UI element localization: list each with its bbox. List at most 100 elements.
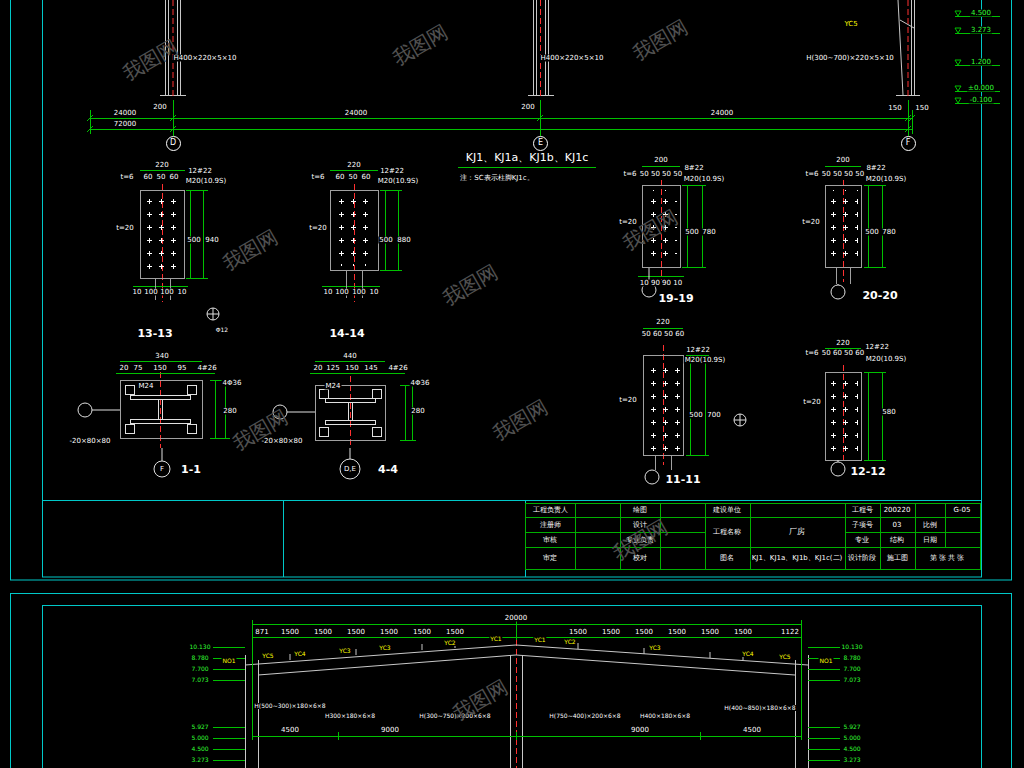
dimension-text: M20(10.9S)	[684, 357, 726, 364]
dimension-text: 220	[346, 162, 361, 169]
dimension-text: t=6	[310, 174, 325, 181]
dimension-text: 50 50 50 50	[639, 171, 683, 178]
dimension-text: 1500	[280, 629, 300, 636]
dimension-text: 8.780	[842, 655, 861, 661]
dimension-text: 1500	[700, 629, 720, 636]
watermark: 我图网	[628, 16, 692, 64]
dimension-text: 50 60 50 60	[641, 331, 685, 338]
dimension-text: H(500~300)×180×6×8	[253, 703, 326, 709]
dimension-text: 1500	[667, 629, 687, 636]
dimension-text: 4#26	[387, 365, 408, 372]
dimension-text: YC3	[378, 645, 391, 651]
dimension-text: 200	[835, 157, 850, 164]
dimension-text: M20(10.9S)	[865, 176, 907, 183]
dimension-text: 第 张 共 张	[929, 555, 966, 562]
dimension-text: 绘图	[632, 507, 648, 514]
dimension-text: 工程名称	[712, 529, 742, 536]
dimension-text: t=6	[804, 350, 819, 357]
watermark: 我图网	[388, 21, 452, 69]
dimension-text: H300×180×6×8	[324, 713, 376, 719]
dimension-text: 220	[154, 162, 169, 169]
dimension-text: H400×220×5×10	[173, 55, 238, 62]
dimension-text: 专业	[854, 537, 870, 544]
dimension-text: 220	[835, 340, 850, 347]
watermark: 我图网	[438, 261, 502, 309]
dimension-text: t=6	[622, 171, 637, 178]
dimension-text: 100	[159, 289, 174, 296]
dimension-text: 4500	[280, 727, 300, 734]
dimension-text: 工程号	[851, 507, 874, 514]
dimension-text: 5.927	[842, 724, 861, 730]
dimension-text: 20000	[504, 615, 528, 622]
dimension-text: 3.273	[970, 27, 992, 34]
dimension-text: 5.000	[842, 735, 861, 741]
dimension-text: 19-19	[657, 293, 694, 304]
dimension-text: 280	[410, 408, 425, 415]
dimension-text: 10.130	[841, 644, 864, 650]
dimension-text: 1500	[445, 629, 465, 636]
dimension-text: 13-13	[136, 328, 173, 339]
dimension-text: H(400~850)×180×6×8	[723, 705, 796, 711]
dimension-text: YC5	[843, 21, 858, 28]
dimension-text: 1500	[634, 629, 654, 636]
dimension-text: 20	[313, 365, 324, 372]
dimension-text: 200	[520, 104, 535, 111]
dimension-text: 150	[152, 365, 167, 372]
dimension-text: 3.273	[190, 757, 209, 763]
dimension-text: t=20	[802, 399, 822, 406]
dimension-text: 7.073	[190, 677, 209, 683]
dimension-text: 1500	[733, 629, 753, 636]
dimension-text: 10	[177, 289, 188, 296]
sheet-frame	[11, 0, 1012, 768]
connection-plate	[121, 186, 862, 471]
dimension-text: 50	[348, 174, 359, 181]
dimension-text: 校对	[632, 555, 648, 562]
dimension-text: 子项号	[851, 522, 874, 529]
dimension-text: t=20	[801, 219, 821, 226]
dimension-text: 4-4	[377, 464, 399, 475]
dimension-text: 10	[132, 289, 143, 296]
dimension-text: 注：SC表示柱脚KJ1c。	[459, 175, 534, 182]
dimension-text: 500	[864, 229, 879, 236]
dimension-text: 4.500	[842, 746, 861, 752]
dimension-text: 60	[169, 174, 180, 181]
dimension-text: 500	[688, 412, 703, 419]
dimension-text: M20(10.9S)	[185, 178, 227, 185]
dimension-text: NO1	[221, 658, 236, 664]
dimension-text: 340	[154, 353, 169, 360]
dimension-text: t=20	[618, 397, 638, 404]
dimension-text: 100	[143, 289, 158, 296]
dimension-text: 940	[204, 237, 219, 244]
dimension-text: 7.073	[842, 677, 861, 683]
dimension-text: 1500	[379, 629, 399, 636]
center-line	[161, 0, 909, 768]
dimension-text: M20(10.9S)	[865, 356, 907, 363]
dimension-text: 500	[378, 237, 393, 244]
axis-bubble: F	[901, 136, 916, 151]
dimension-text: H(750~400)×200×6×8	[548, 713, 621, 719]
dimension-text: 500	[684, 229, 699, 236]
drawing-title: KJ1、KJ1a、KJ1b、KJ1c	[465, 152, 590, 163]
dimension-text: 10	[369, 289, 380, 296]
dimension-text: 200	[152, 104, 167, 111]
dimension-text: 20-20	[861, 290, 898, 301]
dimension-text: 12-12	[849, 466, 886, 477]
dimension-text: 72000	[113, 121, 137, 128]
dimension-text: 4500	[742, 727, 762, 734]
portal-frame	[245, 642, 809, 768]
dimension-text: 03	[892, 522, 903, 529]
dimension-text: t=20	[618, 219, 638, 226]
dimension-text: 150	[887, 105, 902, 112]
watermark: 我图网	[118, 36, 182, 84]
dimension-text: 50	[156, 174, 167, 181]
dimension-text: YC1	[533, 637, 546, 643]
dimension-text: 1-1	[180, 464, 202, 475]
dimension-text: 1500	[412, 629, 432, 636]
dimension-text: 1122	[780, 629, 800, 636]
axis-bubble: D	[166, 136, 181, 151]
dimension-text: 1500	[313, 629, 333, 636]
dimension-text: 8#22	[683, 165, 704, 172]
dimension-text: 12#22	[379, 168, 405, 175]
axis-letter: D	[170, 139, 176, 147]
dimension-text: 145	[363, 365, 378, 372]
